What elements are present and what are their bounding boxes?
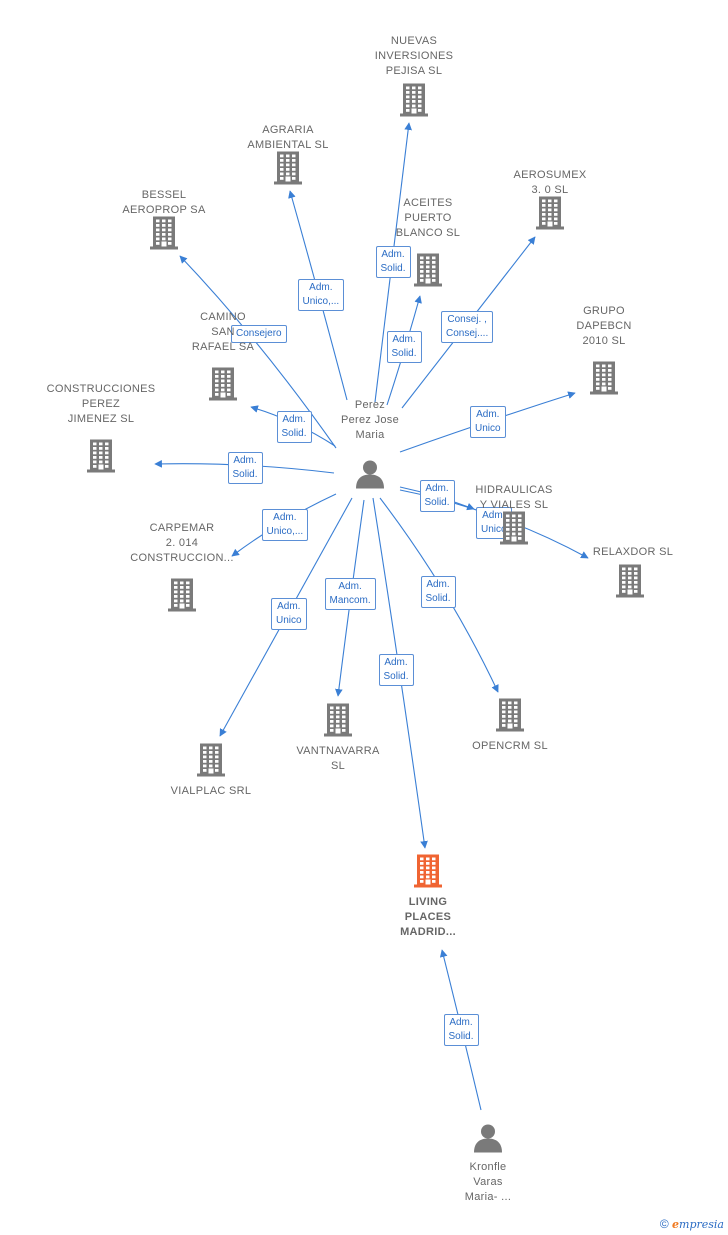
edge-label-perez-agraria[interactable]: Adm. Unico,... (297, 279, 345, 311)
edge-label-perez-living[interactable]: Adm. Solid. (378, 654, 414, 686)
company-node-living[interactable] (414, 854, 442, 893)
building-icon (414, 854, 442, 892)
building-icon (414, 253, 442, 291)
node-label-nuevas[interactable]: NUEVAS INVERSIONES PEJISA SL (374, 35, 454, 77)
person-node-perez[interactable] (355, 459, 385, 494)
building-icon (400, 83, 428, 121)
person-node-kronfle[interactable] (473, 1123, 503, 1158)
company-node-construcciones[interactable] (87, 439, 115, 478)
building-icon (496, 698, 524, 736)
node-label-relaxdor[interactable]: RELAXDOR SL (592, 546, 674, 558)
node-label-opencrm[interactable]: OPENCRM SL (472, 740, 548, 752)
building-icon (616, 564, 644, 602)
node-label-bessel[interactable]: BESSEL AEROPROP SA (122, 189, 206, 216)
edge-label-perez-opencrm[interactable]: Adm. Solid. (420, 576, 456, 608)
building-icon (87, 439, 115, 477)
edge-label-perez-aceites[interactable]: Adm. Solid. (386, 331, 422, 363)
company-node-vantnavarra[interactable] (324, 703, 352, 742)
building-icon (500, 511, 528, 549)
building-icon (324, 703, 352, 741)
footer-brand[interactable]: © empresia (660, 1217, 724, 1231)
node-label-carpemar[interactable]: CARPEMAR 2. 014 CONSTRUCCION... (130, 522, 234, 564)
edge-label-perez-bessel[interactable]: Consejero (231, 325, 287, 343)
building-icon (590, 361, 618, 399)
company-node-bessel[interactable] (150, 216, 178, 255)
company-node-relaxdor[interactable] (616, 564, 644, 603)
node-label-agraria[interactable]: AGRARIA AMBIENTAL SL (247, 124, 329, 151)
building-icon (274, 151, 302, 189)
edge-label-perez-hidraulicas[interactable]: Adm. Solid. (419, 480, 455, 512)
node-label-aerosumex[interactable]: AEROSUMEX 3. 0 SL (513, 169, 587, 196)
brand-logo: empresia (672, 1218, 724, 1231)
company-node-carpemar[interactable] (168, 578, 196, 617)
edge-label-perez-vantnavarra[interactable]: Adm. Mancom. (324, 578, 376, 610)
edge-label-perez-nuevas[interactable]: Adm. Solid. (375, 246, 411, 278)
company-node-agraria[interactable] (274, 151, 302, 190)
node-label-vantnavarra[interactable]: VANTNAVARRA SL (296, 745, 380, 772)
company-node-aerosumex[interactable] (536, 196, 564, 235)
company-node-opencrm[interactable] (496, 698, 524, 737)
company-node-grupo[interactable] (590, 361, 618, 400)
edge-label-perez-camino[interactable]: Adm. Solid. (276, 411, 312, 443)
node-label-kronfle[interactable]: Kronfle Varas Maria- ... (464, 1161, 512, 1203)
edge-label-perez-aerosumex[interactable]: Consej. , Consej.... (441, 311, 494, 343)
building-icon (536, 196, 564, 234)
edge-label-perez-grupo[interactable]: Adm. Unico (470, 406, 506, 438)
building-icon (168, 578, 196, 616)
node-label-perez[interactable]: Perez Perez Jose Maria (340, 399, 400, 441)
building-icon (150, 216, 178, 254)
edge-label-kronfle-living[interactable]: Adm. Solid. (443, 1014, 479, 1046)
company-node-aceites[interactable] (414, 253, 442, 292)
edge-perez-bessel (179, 255, 337, 449)
node-label-hidraulicas[interactable]: HIDRAULICAS Y VIALES SL (475, 484, 553, 511)
edge-label-perez-construcciones[interactable]: Adm. Solid. (227, 452, 263, 484)
edge-label-perez-carpemar[interactable]: Adm. Unico,... (261, 509, 309, 541)
company-node-vialplac[interactable] (197, 743, 225, 782)
building-icon (209, 367, 237, 405)
node-label-living[interactable]: LIVING PLACES MADRID... (400, 896, 456, 938)
edge-label-perez-vialplac[interactable]: Adm. Unico (271, 598, 307, 630)
node-label-camino[interactable]: CAMINO SAN RAFAEL SA (191, 311, 255, 353)
copyright-symbol: © (659, 1217, 669, 1231)
node-label-aceites[interactable]: ACEITES PUERTO BLANCO SL (395, 197, 461, 239)
node-label-grupo[interactable]: GRUPO DAPEBCN 2010 SL (576, 305, 632, 347)
company-node-nuevas[interactable] (400, 83, 428, 122)
company-node-camino[interactable] (209, 367, 237, 406)
node-label-vialplac[interactable]: VIALPLAC SRL (170, 785, 252, 797)
company-node-hidraulicas[interactable] (500, 511, 528, 550)
building-icon (197, 743, 225, 781)
person-icon (473, 1124, 503, 1157)
person-icon (355, 460, 385, 493)
node-label-construcciones[interactable]: CONSTRUCCIONES PEREZ JIMENEZ SL (46, 383, 156, 425)
